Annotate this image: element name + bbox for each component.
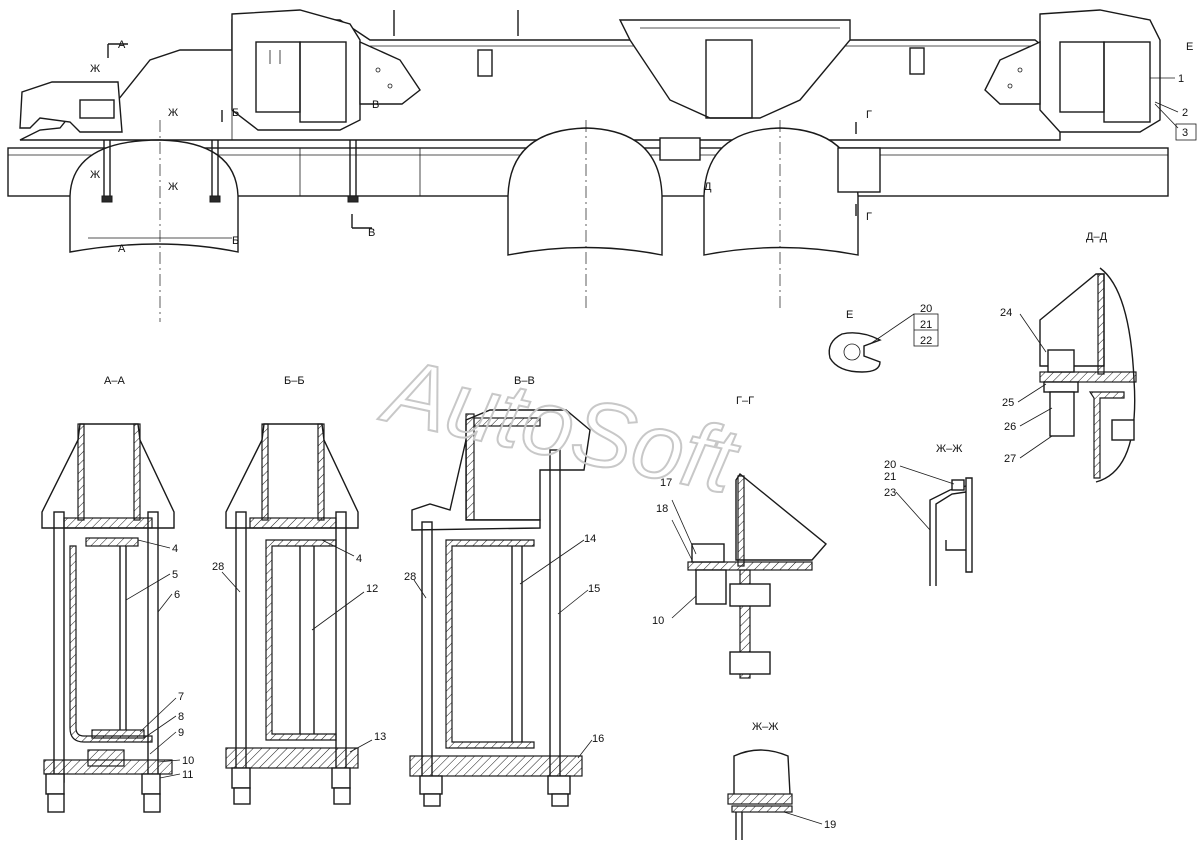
cut-g-top: Г	[866, 109, 872, 121]
front-bracket	[19, 81, 123, 133]
callout-4b: 4	[356, 553, 362, 565]
callout-13: 13	[374, 731, 386, 743]
callout-18: 18	[656, 503, 668, 515]
callout-14: 14	[584, 533, 596, 545]
section-dd: Д–Д 24 25 26 27	[1000, 231, 1137, 483]
cut-v-top: В	[372, 99, 379, 111]
callout-1: 1	[1178, 73, 1184, 85]
callout-20b: 20	[884, 459, 896, 471]
right-cover	[1039, 9, 1161, 133]
cut-e: Е	[1186, 41, 1193, 53]
callout-10a: 10	[182, 755, 194, 767]
callout-10b: 10	[652, 615, 664, 627]
cut-markers: А А Б Б В В Г Г Д Е Ж Ж Ж Ж	[88, 39, 1193, 255]
section-bb: Б–Б 4 12 28 13	[212, 375, 386, 805]
wheel-rear	[703, 127, 859, 256]
callout-26: 26	[1004, 421, 1016, 433]
callout-21a: 21	[920, 319, 932, 331]
main-callouts: 1 2 3	[1150, 73, 1197, 141]
cut-g-bottom: Г	[866, 211, 872, 223]
callout-22: 22	[920, 335, 932, 347]
callout-15: 15	[588, 583, 600, 595]
callout-5: 5	[172, 569, 178, 581]
callout-27: 27	[1004, 453, 1016, 465]
section-aa: А–А 4 5 6 7 8 9 10 11	[41, 375, 194, 813]
section-vv: В–В 14 15 28 16	[404, 375, 604, 807]
callout-28b: 28	[404, 571, 416, 583]
section-zhzh-title: Ж–Ж	[936, 443, 962, 455]
callout-12: 12	[366, 583, 378, 595]
callout-2: 2	[1182, 107, 1188, 119]
section-aa-title: А–А	[104, 375, 125, 387]
callout-16: 16	[592, 733, 604, 745]
cut-zh-2: Ж	[168, 107, 178, 119]
callout-7: 7	[178, 691, 184, 703]
cut-v-bottom: В	[368, 227, 375, 239]
callout-9: 9	[178, 727, 184, 739]
callout-17: 17	[660, 477, 672, 489]
cut-a-top: А	[118, 39, 126, 51]
section-zhzh-lower: Ж–Ж 19	[727, 721, 836, 840]
section-gg: Г–Г 17 18 10	[652, 395, 828, 679]
left-cover	[231, 9, 361, 131]
callout-21b: 21	[884, 471, 896, 483]
cut-b-bottom: Б	[232, 235, 239, 247]
cut-d: Д	[704, 181, 712, 193]
callout-19: 19	[824, 819, 836, 831]
section-dd-title: Д–Д	[1086, 231, 1108, 243]
callout-25: 25	[1002, 397, 1014, 409]
section-zhzh2-title: Ж–Ж	[752, 721, 778, 733]
callout-11: 11	[182, 769, 193, 781]
callout-4a: 4	[172, 543, 178, 555]
subframe-body	[19, 19, 1061, 141]
callout-8: 8	[178, 711, 184, 723]
section-bb-title: Б–Б	[284, 375, 305, 387]
wheel-front	[69, 139, 239, 253]
callout-24: 24	[1000, 307, 1012, 319]
section-gg-title: Г–Г	[736, 395, 754, 407]
section-vv-title: В–В	[514, 375, 535, 387]
callout-23: 23	[884, 487, 896, 499]
wheel-center	[507, 127, 663, 256]
main-side-view	[7, 9, 1169, 322]
cut-b-top: Б	[232, 107, 239, 119]
cut-zh-3: Ж	[90, 169, 100, 181]
section-zhzh: Ж–Ж 20 21 23	[884, 443, 973, 586]
view-e: Е 20 21 22	[828, 303, 939, 373]
callout-20a: 20	[920, 303, 932, 315]
center-bracket	[618, 19, 851, 119]
callout-3: 3	[1182, 127, 1188, 139]
cut-zh-4: Ж	[168, 181, 178, 193]
cut-zh-1: Ж	[90, 63, 100, 75]
callout-6: 6	[174, 589, 180, 601]
callout-28a: 28	[212, 561, 224, 573]
cut-a-bottom: А	[118, 243, 126, 255]
view-e-title: Е	[846, 309, 853, 321]
